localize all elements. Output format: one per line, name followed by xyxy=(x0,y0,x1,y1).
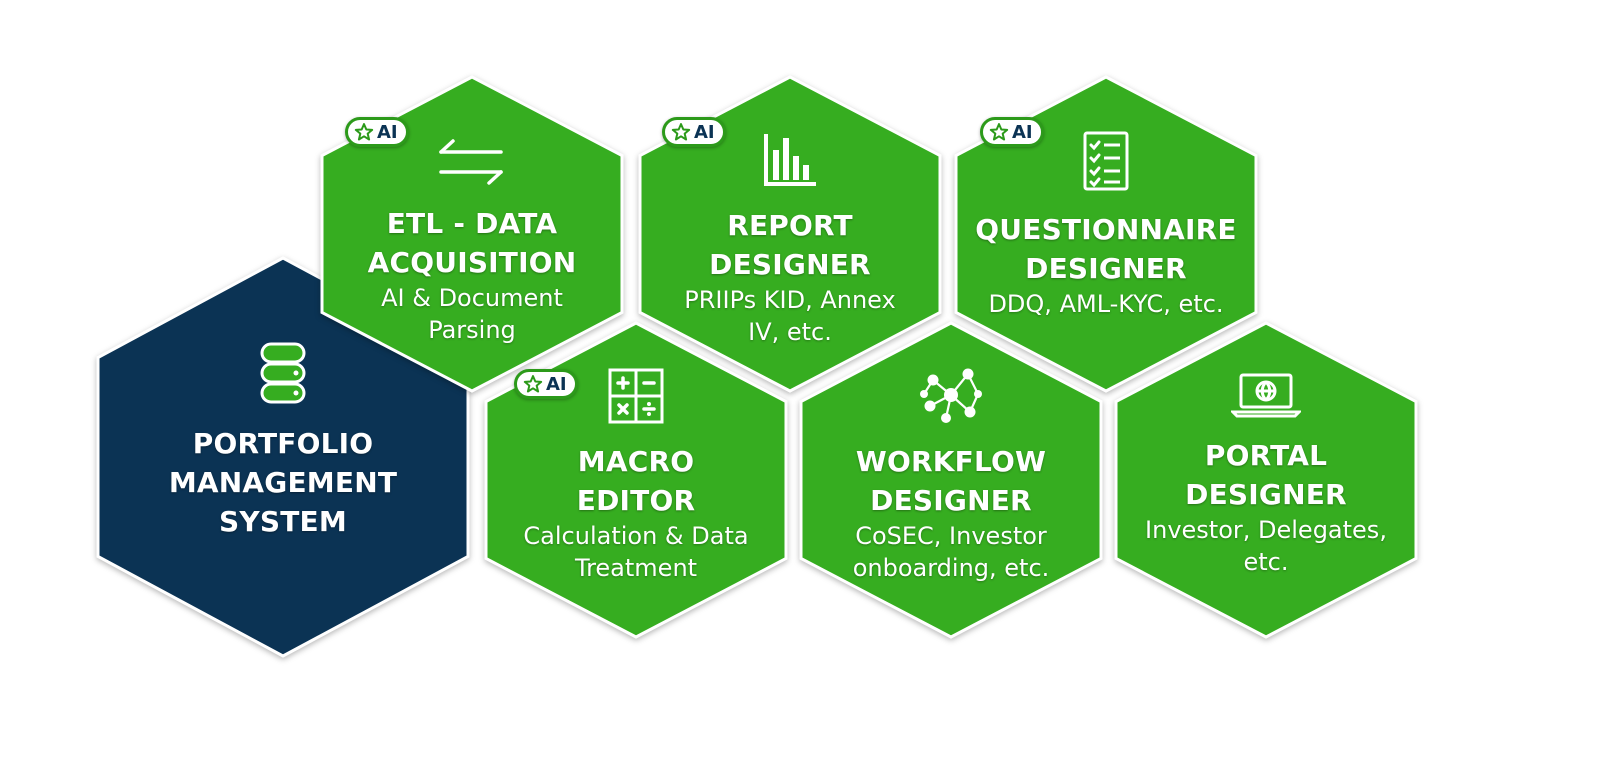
calculator-icon xyxy=(608,368,664,428)
hex-title-line: REPORT xyxy=(727,209,853,242)
ai-badge-label: AI xyxy=(694,121,715,143)
hex-title-line: MANAGEMENT xyxy=(168,466,398,499)
hex-workflow: WORKFLOW DESIGNER CoSEC, Investor onboardin… xyxy=(799,321,1103,639)
hex-title-line: ACQUISITION xyxy=(367,246,577,279)
hex-title-line: DESIGNER xyxy=(709,248,871,281)
hex-subtitle-line: onboarding, etc. xyxy=(852,554,1050,582)
hex-shape xyxy=(484,321,788,639)
hex-subtitle-line: CoSEC, Investor xyxy=(855,522,1047,550)
ai-badge: AI xyxy=(345,117,409,147)
hex-shape xyxy=(1114,321,1418,639)
ai-badge: AI xyxy=(980,117,1044,147)
hex-title-line: DESIGNER xyxy=(1185,478,1347,511)
bar-chart-icon xyxy=(762,132,818,192)
database-icon xyxy=(258,340,308,410)
hex-subtitle-line: PRIIPs KID, Annex xyxy=(684,286,896,314)
star-icon xyxy=(989,122,1009,142)
laptop-globe-icon xyxy=(1229,372,1303,422)
ai-badge: AI xyxy=(514,369,578,399)
hex-content: PORTAL DESIGNER Investor, Delegates, etc. xyxy=(1116,372,1416,578)
network-icon xyxy=(918,366,984,428)
hex-content: PORTFOLIO MANAGEMENT SYSTEM xyxy=(98,340,468,541)
ai-badge-label: AI xyxy=(546,373,567,395)
star-icon xyxy=(523,374,543,394)
hex-shape xyxy=(954,75,1258,393)
hex-title-line: ETL - DATA xyxy=(386,207,558,240)
hex-title-line: SYSTEM xyxy=(219,505,347,538)
hex-title-line: EDITOR xyxy=(576,484,696,517)
ai-badge: AI xyxy=(662,117,726,147)
hex-title-line: DESIGNER xyxy=(1025,252,1187,285)
hex-pms: PORTFOLIO MANAGEMENT SYSTEM xyxy=(96,256,470,658)
star-icon xyxy=(671,122,691,142)
star-icon xyxy=(354,122,374,142)
hex-content: WORKFLOW DESIGNER CoSEC, Investor onboardin… xyxy=(801,366,1101,584)
hex-shape xyxy=(320,75,624,393)
hex-title-line: PORTFOLIO xyxy=(192,427,374,460)
hex-subtitle-line: Investor, Delegates, xyxy=(1145,516,1387,544)
hex-subtitle-line: Treatment xyxy=(574,554,698,582)
hex-title-line: MACRO xyxy=(577,445,695,478)
hex-subtitle-line: etc. xyxy=(1243,548,1289,576)
hex-subtitle-line: IV, etc. xyxy=(748,318,832,346)
hex-title-line: DESIGNER xyxy=(870,484,1032,517)
hex-title-line: WORKFLOW xyxy=(855,445,1047,478)
hex-title-line: PORTAL xyxy=(1204,439,1328,472)
hex-shape xyxy=(799,321,1103,639)
hex-content: QUESTIONNAIRE DESIGNER DDQ, AML-KYC, etc. xyxy=(956,130,1256,320)
hex-subtitle-line: DDQ, AML-KYC, etc. xyxy=(988,290,1224,318)
hex-questionnaire: QUESTIONNAIRE DESIGNER DDQ, AML-KYC, etc. xyxy=(954,75,1258,393)
hex-subtitle-line: Calculation & Data xyxy=(523,522,749,550)
hex-portal: PORTAL DESIGNER Investor, Delegates, etc. xyxy=(1114,321,1418,639)
hex-title-line: QUESTIONNAIRE xyxy=(975,213,1237,246)
ai-badge-label: AI xyxy=(377,121,398,143)
hex-subtitle-line: AI & Document xyxy=(381,284,563,312)
ai-badge-label: AI xyxy=(1012,121,1033,143)
checklist-icon xyxy=(1082,130,1130,196)
hex-shape xyxy=(638,75,942,393)
arrows-exchange-icon xyxy=(437,138,507,190)
hex-subtitle-line: Parsing xyxy=(428,316,516,344)
